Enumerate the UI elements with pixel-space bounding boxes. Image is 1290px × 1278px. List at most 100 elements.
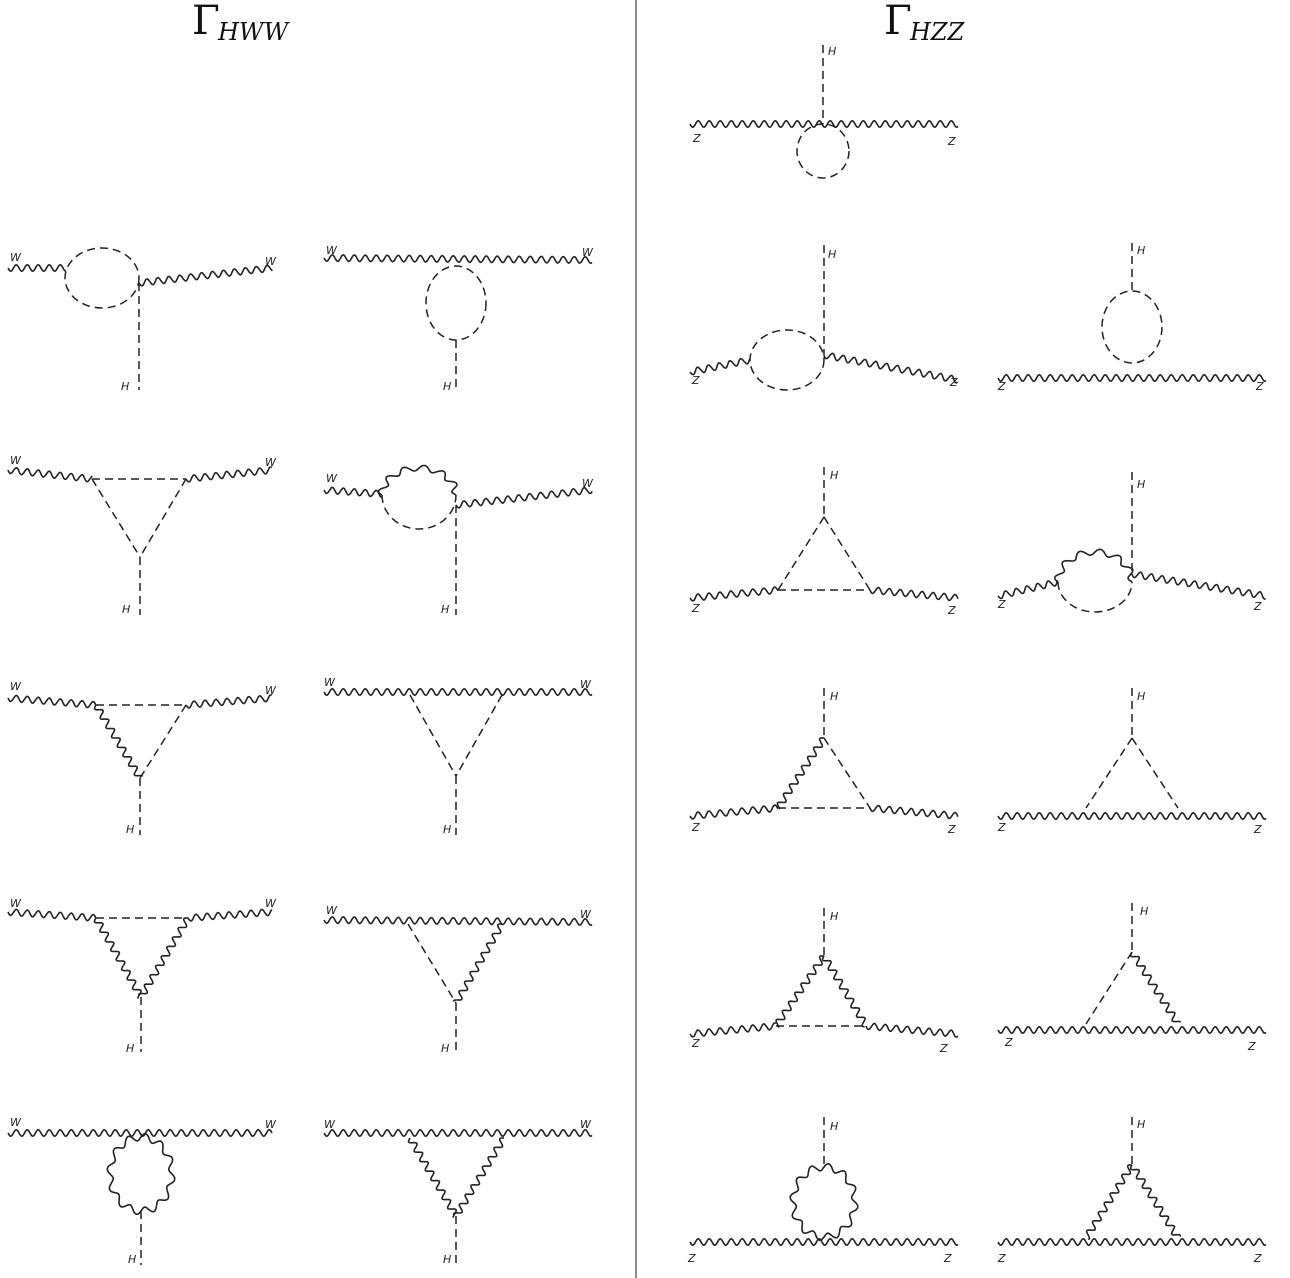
boson-label: Z xyxy=(939,1042,948,1055)
boson-label: W xyxy=(326,904,338,917)
scalar-propagator xyxy=(91,478,141,558)
higgs-label: H xyxy=(443,380,451,393)
boson-propagator xyxy=(869,586,959,602)
boson-propagator xyxy=(775,955,825,1028)
boson-propagator xyxy=(323,687,593,697)
boson-propagator xyxy=(997,1025,1267,1035)
boson-propagator xyxy=(823,352,959,384)
boson-propagator xyxy=(407,1137,458,1218)
boson-propagator xyxy=(689,357,751,376)
boson-propagator xyxy=(7,1128,273,1138)
higgs-label: H xyxy=(441,1042,449,1055)
higgs-label: H xyxy=(126,1042,134,1055)
higgs-label: H xyxy=(828,45,836,58)
boson-loop-half xyxy=(1053,548,1134,583)
feynman-diagram-16: H Z Z xyxy=(689,688,959,836)
boson-propagator xyxy=(93,704,144,777)
scalar-propagator xyxy=(777,516,825,591)
boson-label: W xyxy=(10,1116,22,1129)
boson-label: Z xyxy=(947,135,956,148)
boson-label: Z xyxy=(997,380,1006,393)
scalar-propagator xyxy=(1085,951,1133,1025)
boson-label: W xyxy=(582,477,594,490)
boson-label: W xyxy=(10,251,22,264)
boson-propagator xyxy=(187,908,273,922)
title-hzz-subscript: HZZ xyxy=(909,18,966,46)
boson-propagator xyxy=(689,586,779,602)
boson-label: Z xyxy=(1253,600,1262,613)
boson-propagator xyxy=(93,917,142,999)
boson-propagator xyxy=(1131,571,1266,600)
higgs-label: H xyxy=(830,690,838,703)
boson-label: W xyxy=(10,897,22,910)
higgs-label: H xyxy=(830,910,838,923)
boson-label: Z xyxy=(1253,1252,1262,1265)
boson-propagator xyxy=(869,804,959,820)
boson-propagator xyxy=(323,254,593,265)
boson-label: W xyxy=(324,1118,336,1131)
boson-label: Z xyxy=(691,821,700,834)
boson-label: Z xyxy=(691,374,700,387)
higgs-label: H xyxy=(1137,244,1145,257)
boson-label: Z xyxy=(997,598,1006,611)
boson-label: Z xyxy=(997,1252,1006,1265)
scalar-loop xyxy=(64,247,140,309)
boson-propagator xyxy=(323,916,593,927)
boson-propagator xyxy=(689,119,959,129)
higgs-label: H xyxy=(830,1120,838,1133)
boson-propagator xyxy=(997,1237,1267,1247)
title-hww: Γ HWW xyxy=(192,0,291,46)
boson-propagator xyxy=(1129,951,1182,1023)
boson-propagator xyxy=(1129,1164,1182,1237)
boson-propagator xyxy=(185,466,273,483)
scalar-loop xyxy=(425,265,487,341)
higgs-label: H xyxy=(1137,1118,1145,1131)
boson-propagator xyxy=(865,1022,959,1038)
higgs-label: H xyxy=(441,603,449,616)
boson-propagator xyxy=(137,917,188,996)
boson-propagator xyxy=(689,1022,777,1038)
boson-label: W xyxy=(580,1118,592,1131)
boson-loop-half xyxy=(377,464,458,496)
scalar-propagator xyxy=(139,478,187,558)
scalar-loop xyxy=(796,123,850,179)
boson-propagator xyxy=(452,923,502,1002)
boson-label: Z xyxy=(691,602,700,615)
boson-label: Z xyxy=(1253,823,1262,836)
boson-label: Z xyxy=(947,604,956,617)
boson-label: Z xyxy=(949,376,958,389)
title-hzz: Γ HZZ xyxy=(884,0,966,46)
boson-label: W xyxy=(10,454,22,467)
boson-label: W xyxy=(10,680,22,693)
title-hzz-symbol: Γ xyxy=(884,0,912,44)
boson-propagator xyxy=(7,694,97,709)
boson-loop xyxy=(789,1162,859,1242)
boson-propagator xyxy=(138,264,273,287)
higgs-label: H xyxy=(122,603,130,616)
boson-propagator xyxy=(323,1128,593,1138)
higgs-label: H xyxy=(126,823,134,836)
title-hww-subscript: HWW xyxy=(217,18,291,46)
scalar-loop xyxy=(1101,290,1163,364)
higgs-label: H xyxy=(1140,905,1148,918)
scalar-propagator xyxy=(409,694,457,777)
boson-label: Z xyxy=(1247,1040,1256,1053)
boson-propagator xyxy=(185,694,273,709)
scalar-propagator xyxy=(139,704,187,779)
boson-propagator xyxy=(997,373,1267,383)
boson-label: Z xyxy=(943,1252,952,1265)
boson-label: Z xyxy=(947,823,956,836)
